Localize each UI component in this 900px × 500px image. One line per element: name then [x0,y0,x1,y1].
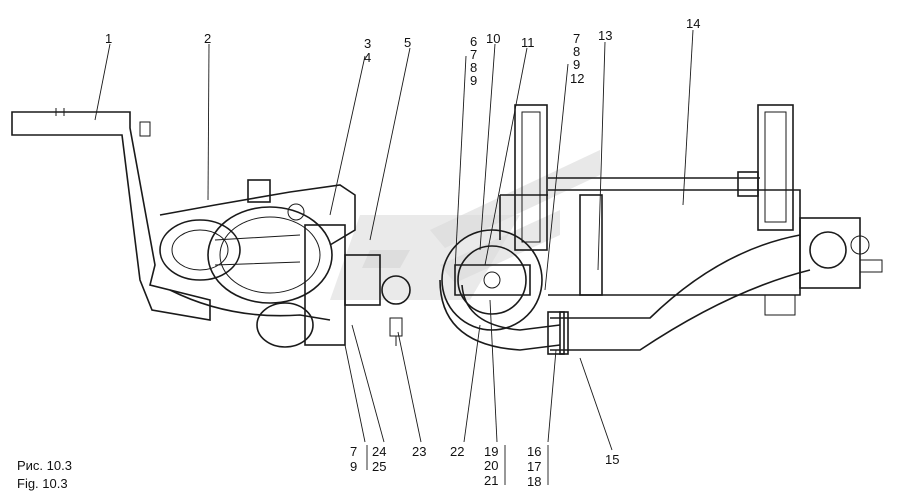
callout-9-top-left: 9 [470,73,477,88]
callout-10: 10 [486,31,500,46]
callout-18: 18 [527,474,541,489]
part-19-valve [439,229,561,351]
callout-9-top-right: 9 [573,57,580,72]
callout-13: 13 [598,28,612,43]
part-1-bracket [11,108,211,321]
caption-en: Fig. 10.3 [17,476,68,491]
part-end-mount [764,217,883,316]
callout-1: 1 [105,31,112,46]
callout-22: 22 [450,444,464,459]
callout-16: 16 [527,444,541,459]
callout-25: 25 [372,459,386,474]
callout-2: 2 [204,31,211,46]
callout-11: 11 [521,35,535,50]
callout-6: 6 [470,34,477,49]
callout-7-bottom: 7 [350,444,357,459]
figure-caption: Рис. 10.3 Fig. 10.3 [17,458,72,491]
callout-3: 3 [364,36,371,51]
callout-17: 17 [527,459,541,474]
callout-12: 12 [570,71,584,86]
callout-labels: 1 2 3 4 5 6 7 8 9 10 11 7 8 9 12 13 14 7… [105,16,700,489]
part-5-flange [304,224,411,346]
callout-5: 5 [404,35,411,50]
callout-7-top-left: 7 [470,47,477,62]
watermark-logo [330,150,600,300]
part-14-muffler [499,104,801,296]
callout-14: 14 [686,16,700,31]
callout-8-top-left: 8 [470,60,477,75]
callout-9-bottom: 9 [350,459,357,474]
callout-19: 19 [484,444,498,459]
caption-ru: Рис. 10.3 [17,458,72,473]
callout-15: 15 [605,452,619,467]
callout-20: 20 [484,458,498,473]
part-2-silencer [159,179,356,348]
callout-7-top-right: 7 [573,31,580,46]
callout-21: 21 [484,473,498,488]
leader-lines [94,29,694,485]
callout-8-top-right: 8 [573,44,580,59]
callout-4: 4 [364,50,371,65]
callout-23: 23 [412,444,426,459]
callout-24: 24 [372,444,386,459]
